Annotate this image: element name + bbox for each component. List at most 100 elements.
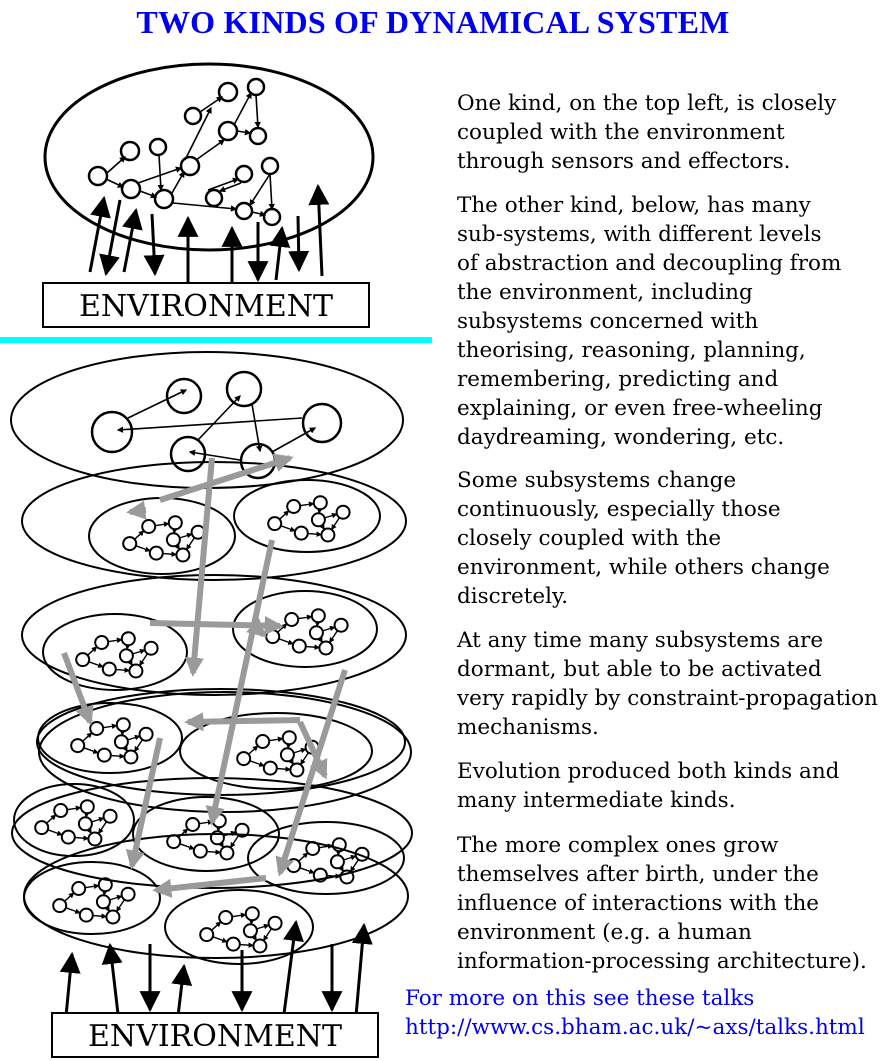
cluster-node [234, 822, 250, 838]
cluster-link [319, 523, 325, 531]
cluster-node [267, 516, 283, 532]
cluster-link [269, 736, 284, 743]
cluster-node [284, 612, 300, 627]
talks-intro-text: For more on this see these talks [405, 986, 755, 1011]
cluster-link [134, 739, 143, 753]
cluster-link [84, 747, 99, 754]
cluster-link [85, 883, 100, 890]
cluster-link [308, 531, 323, 537]
cluster-link [331, 517, 340, 531]
cluster-link [230, 835, 239, 849]
cluster-link [178, 828, 189, 838]
cluster-node [143, 640, 159, 656]
cluster-node [97, 877, 113, 893]
subsystem-cluster [75, 631, 159, 679]
cluster-node [87, 831, 103, 847]
cluster-node [262, 760, 278, 776]
cluster-node [166, 834, 182, 850]
cluster-node [312, 495, 328, 511]
subsystem-cluster [70, 717, 154, 765]
cluster-node [75, 652, 91, 668]
cluster-node [286, 858, 302, 874]
cluster-link [279, 510, 290, 520]
cluster-link [298, 614, 313, 621]
cluster-node [138, 726, 154, 742]
cluster-link [87, 646, 98, 656]
top-system-nodes [87, 77, 282, 227]
cluster-link [319, 843, 334, 850]
cluster-node [236, 751, 252, 767]
cluster-node [52, 898, 68, 914]
cluster-link [300, 752, 309, 766]
cluster-node [335, 504, 351, 520]
cluster-node [320, 527, 336, 543]
cluster-link [322, 625, 336, 632]
cluster-link [66, 907, 81, 914]
subsystem-cluster [166, 813, 250, 861]
subsystem-cluster [34, 799, 118, 847]
cluster-link [122, 745, 128, 753]
cluster-link [139, 653, 148, 667]
cluster-link [91, 816, 105, 823]
cluster-node [128, 663, 144, 679]
cluster-node [318, 640, 334, 656]
cluster-link [111, 753, 126, 759]
cluster-node [34, 820, 50, 836]
cluster-link [103, 723, 118, 730]
cluster-link [240, 942, 255, 948]
cluster-node [279, 747, 295, 763]
cluster-node [141, 519, 157, 534]
cluster-link [127, 659, 133, 667]
cluster-link [174, 543, 180, 551]
cluster-link [136, 545, 151, 552]
cluster-node [122, 536, 138, 552]
subsystem-boundaries [13, 479, 405, 965]
cluster-node [120, 631, 136, 647]
cluster-link [116, 667, 131, 673]
top-sensor-effector-arrows [88, 183, 330, 283]
cluster-link [98, 821, 107, 835]
cluster-node [329, 854, 345, 870]
cluster-link [163, 551, 178, 557]
cluster-node [53, 803, 69, 818]
cluster-link [300, 867, 315, 874]
cluster-node [255, 734, 271, 749]
paragraph-many-subsystems: The other kind, below, has many sub-syst… [457, 193, 842, 450]
cluster-link [134, 530, 145, 540]
subsystem-cluster [267, 495, 351, 543]
cluster-link [223, 830, 237, 837]
cluster-node [115, 717, 131, 733]
cluster-link [127, 734, 141, 741]
cluster-link [277, 766, 292, 772]
cluster-link [104, 905, 110, 913]
talks-link[interactable]: http://www.cs.bham.ac.uk/~axs/talks.html [405, 1015, 865, 1040]
cluster-node [333, 617, 349, 633]
paragraph-dormant-subsystems: At any time many subsystems are dormant,… [457, 628, 878, 740]
paragraph-evolution: Evolution produced both kinds and many i… [457, 759, 840, 813]
cluster-link [82, 732, 93, 742]
cluster-node [308, 625, 324, 641]
cluster-node [77, 816, 93, 832]
cluster-link [179, 532, 193, 539]
cluster-node [339, 869, 355, 885]
cluster-link [67, 805, 82, 812]
layer-outer-boundaries [10, 351, 413, 959]
cluster-node [101, 661, 117, 677]
cluster-node [192, 843, 208, 859]
top-system-links [105, 91, 275, 217]
cluster-node [252, 938, 268, 954]
cluster-link [350, 859, 359, 873]
cluster-link [64, 892, 75, 902]
cluster-node [265, 629, 281, 645]
bottom-sensor-effector-arrows [59, 919, 373, 1017]
page-title: TWO KINDS OF DYNAMICAL SYSTEM [136, 4, 730, 40]
top-environment-label: ENVIRONMENT [79, 289, 333, 324]
cluster-link [338, 865, 344, 873]
cluster-node [225, 936, 241, 952]
cluster-node [291, 638, 307, 654]
cluster-link [213, 936, 228, 943]
cluster-link [293, 747, 307, 754]
cluster-node [289, 762, 305, 778]
cluster-link [46, 814, 57, 824]
